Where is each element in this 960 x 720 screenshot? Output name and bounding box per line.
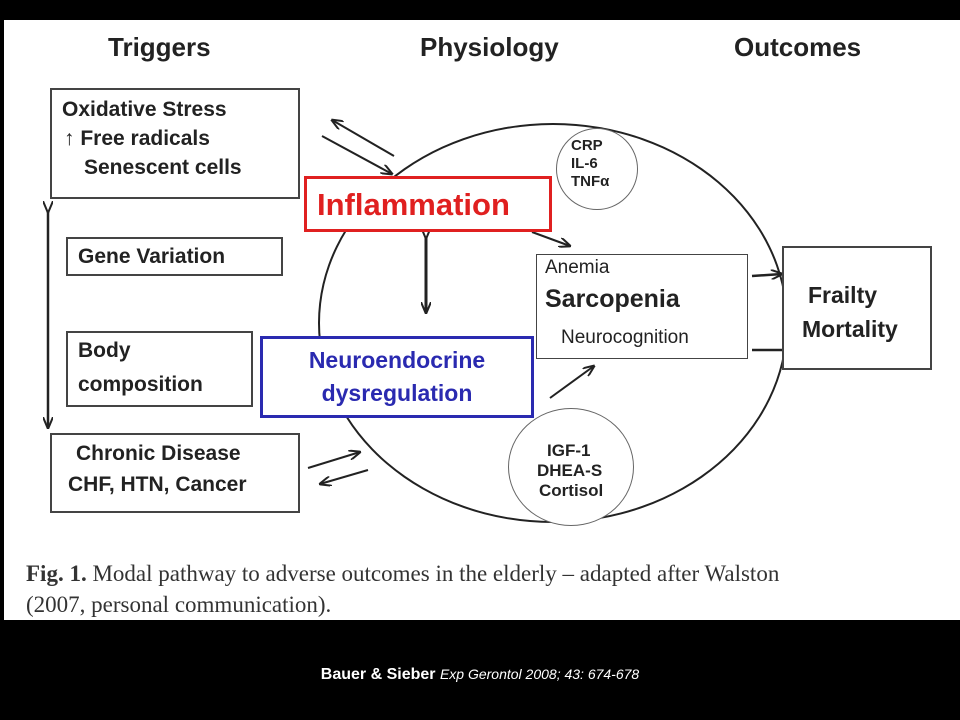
chronic-line1: Chronic Disease xyxy=(76,442,241,465)
citation-authors: Bauer & Sieber xyxy=(320,666,436,683)
body-composition-box: Body composition xyxy=(66,331,253,407)
header-triggers: Triggers xyxy=(108,32,211,62)
neuroendocrine-box: Neuroendocrine dysregulation xyxy=(260,336,534,418)
neuro-line2: dysregulation xyxy=(321,380,473,406)
gene-variation-box: Gene Variation xyxy=(66,237,283,276)
citation-credit: Bauer & Sieber Exp Gerontol 2008; 43: 67… xyxy=(0,666,960,684)
arrow-oxidative-out xyxy=(332,120,395,157)
body-line2: composition xyxy=(78,373,203,396)
outcome-frailty: Frailty xyxy=(808,282,878,308)
figure-caption: Fig. 1. Modal pathway to adverse outcome… xyxy=(26,558,779,620)
citation-journal: Exp Gerontol 2008; 43: 674-678 xyxy=(439,666,640,682)
outcome-mortality: Mortality xyxy=(802,316,898,342)
hormone-dheas: DHEA-S xyxy=(537,461,603,480)
effect-sarcopenia: Sarcopenia xyxy=(545,285,680,313)
arrow-effects-outcomes-1 xyxy=(751,274,782,276)
figure-panel: Triggers Physiology Outcomes Oxidative S… xyxy=(4,20,960,620)
inflammation-label: Inflammation xyxy=(317,187,510,222)
chronic-line2: CHF, HTN, Cancer xyxy=(68,473,247,496)
cytokine-il6: IL-6 xyxy=(571,155,598,172)
arrow-layer xyxy=(4,20,960,620)
header-outcomes: Outcomes xyxy=(734,32,862,62)
outcomes-box: Frailty Mortality xyxy=(782,246,932,370)
hormone-igf1: IGF-1 xyxy=(547,441,591,460)
header-physiology: Physiology xyxy=(420,32,559,62)
oxidative-line1: Oxidative Stress xyxy=(62,98,227,121)
arrow-oxidative-in xyxy=(321,135,392,174)
cytokines-circle: CRP IL-6 TNFα xyxy=(556,128,638,210)
hormones-circle: IGF-1 DHEA-S Cortisol xyxy=(508,408,634,526)
oxidative-stress-box: Oxidative Stress ↑ Free radicals Senesce… xyxy=(50,88,300,199)
oxidative-line3: Senescent cells xyxy=(84,156,242,179)
arrow-hormones-effects xyxy=(549,366,594,399)
caption-line2: (2007, personal communication). xyxy=(26,592,332,617)
effects-box: Anemia Sarcopenia Neurocognition xyxy=(536,254,748,359)
gene-variation-label: Gene Variation xyxy=(78,245,226,268)
caption-text: Modal pathway to adverse outcomes in the… xyxy=(92,561,780,586)
arrow-chronic-out xyxy=(320,469,369,484)
caption-label: Fig. 1. xyxy=(26,561,87,586)
cytokine-tnf: TNFα xyxy=(571,173,610,190)
caption-line1: Fig. 1. Modal pathway to adverse outcome… xyxy=(26,558,779,589)
arrow-inflammation-effects xyxy=(531,231,570,246)
inflammation-box: Inflammation xyxy=(304,176,552,232)
arrow-chronic-in xyxy=(307,452,360,469)
oxidative-line2: ↑ Free radicals xyxy=(64,127,210,150)
effect-neurocognition: Neurocognition xyxy=(561,327,689,348)
effect-anemia: Anemia xyxy=(545,257,610,278)
body-line1: Body xyxy=(78,339,131,362)
hormone-cortisol: Cortisol xyxy=(539,481,604,500)
cytokine-crp: CRP xyxy=(571,137,603,154)
chronic-disease-box: Chronic Disease CHF, HTN, Cancer xyxy=(50,433,300,513)
neuro-line1: Neuroendocrine xyxy=(308,347,486,373)
